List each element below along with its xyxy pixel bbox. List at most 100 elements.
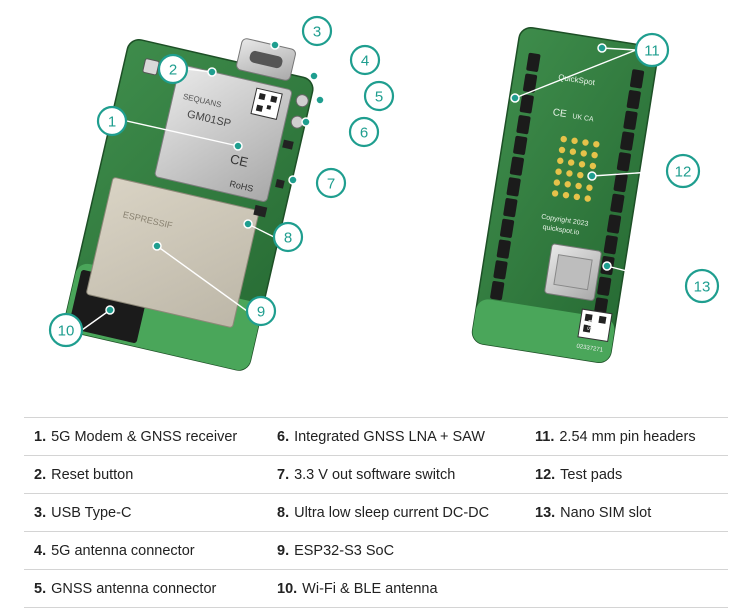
legend-number: 4. (34, 542, 47, 559)
pin-header-pin (620, 131, 635, 151)
svg-text:4: 4 (361, 53, 369, 70)
pin-header-pin (496, 239, 511, 259)
callout-badge-2: 2 (157, 53, 189, 85)
test-pad (567, 159, 575, 166)
test-pad (558, 146, 566, 154)
legend-item: 11.2.54 mm pin headers (525, 417, 728, 456)
legend-text: 3.3 V out software switch (294, 466, 456, 483)
legend-item (525, 569, 728, 608)
legend-number: 1. (34, 428, 47, 445)
pin-header-pin (626, 90, 641, 110)
callout-badge-10: 10 (48, 312, 84, 348)
legend-text: 5G Modem & GNSS receiver (51, 428, 238, 445)
back-ukca-mark: UK CA (572, 113, 595, 123)
legend-item: 8.Ultra low sleep current DC-DC (267, 493, 525, 532)
legend-item: 5.GNSS antenna connector (24, 569, 267, 608)
pin-header-pin (490, 281, 505, 301)
test-pad (557, 157, 564, 165)
test-pad (560, 135, 567, 143)
pin-header-pin (519, 94, 534, 114)
pin-header-pin (526, 52, 541, 72)
legend-item: 4.5G antenna connector (24, 531, 267, 570)
test-pad (580, 150, 587, 157)
callout-badge-3: 3 (301, 15, 333, 47)
legend-row: 2.Reset button 7.3.3 V out software switc… (24, 455, 728, 494)
pin-header-pin (503, 198, 518, 218)
legend-text: Nano SIM slot (560, 504, 652, 521)
legend-item: 12.Test pads (525, 455, 728, 494)
svg-text:11: 11 (644, 43, 660, 60)
test-pad (589, 162, 597, 170)
test-pad (577, 171, 584, 179)
svg-text:13: 13 (694, 279, 711, 296)
antenna-connector-5g (295, 94, 309, 108)
legend-item: 1.5G Modem & GNSS receiver (24, 417, 267, 456)
pin-header-pin (516, 115, 531, 135)
pin-header-pin (509, 156, 524, 176)
modem-module (154, 64, 293, 202)
pin-header-pin (616, 152, 631, 172)
dc-dc (253, 204, 268, 218)
svg-text:10: 10 (58, 323, 75, 340)
test-pad (593, 141, 600, 148)
pin-header-pin (523, 73, 538, 93)
svg-text:6: 6 (360, 125, 368, 142)
callout-badge-11: 11 (634, 32, 670, 68)
legend-number: 11. (535, 428, 555, 445)
test-pad (578, 161, 586, 168)
legend-number: 3. (34, 504, 47, 521)
test-pad (571, 137, 578, 145)
pin-header-pin (610, 193, 625, 213)
test-pad (551, 190, 559, 197)
callout-lines (81, 30, 687, 331)
svg-text:2: 2 (169, 62, 177, 79)
test-pad (569, 148, 577, 155)
legend-text: Test pads (560, 466, 623, 483)
callout-badge-12: 12 (665, 153, 701, 189)
reset-button (142, 58, 160, 76)
pin-header-pin (597, 276, 612, 296)
test-pad (591, 151, 598, 159)
legend-item: 6.Integrated GNSS LNA + SAW (267, 417, 525, 456)
callout-badge-1: 1 (96, 105, 128, 137)
callout-badge-5: 5 (363, 80, 395, 112)
test-pad (582, 139, 589, 146)
pin-header-pin (500, 218, 515, 238)
pin-header-pin (623, 110, 638, 130)
back-bottom-tab (472, 299, 615, 363)
legend-text: ESP32-S3 SoC (294, 542, 395, 559)
legend-text: Ultra low sleep current DC-DC (294, 504, 490, 521)
callout-dots (105, 40, 612, 315)
load-switch (275, 179, 285, 189)
svg-text:9: 9 (257, 304, 265, 321)
lna-saw (282, 139, 294, 150)
test-pad (562, 191, 570, 199)
esp32-module (86, 177, 260, 328)
legend-item: 9.ESP32-S3 SoC (267, 531, 525, 570)
svg-text:7: 7 (327, 176, 335, 193)
legend-number: 5. (34, 580, 47, 597)
legend-item: 2.Reset button (24, 455, 267, 494)
serial-qr (577, 308, 613, 343)
serial-text: 02337271 (576, 344, 604, 354)
legend-text: Wi-Fi & BLE antenna (302, 580, 438, 597)
test-pad (584, 195, 591, 202)
legend-text: 2.54 mm pin headers (559, 428, 696, 445)
test-pad (586, 184, 593, 191)
legend-number: 7. (277, 466, 290, 483)
test-pads (551, 135, 600, 202)
legend-text: Reset button (51, 466, 134, 483)
test-pad (555, 168, 562, 175)
legend-item: 10.Wi-Fi & BLE antenna (267, 569, 525, 608)
legend-number: 9. (277, 542, 290, 559)
board-diagram: GM01SP SEQUANS CE RoHS ESPRESSIF QuickSp… (48, 15, 720, 371)
legend-number: 2. (34, 466, 47, 483)
back-board: QuickSpot CE UK CA Copyright 2023 quicks… (471, 26, 659, 364)
pin-header-pin (607, 214, 622, 234)
svg-text:5: 5 (375, 89, 383, 106)
